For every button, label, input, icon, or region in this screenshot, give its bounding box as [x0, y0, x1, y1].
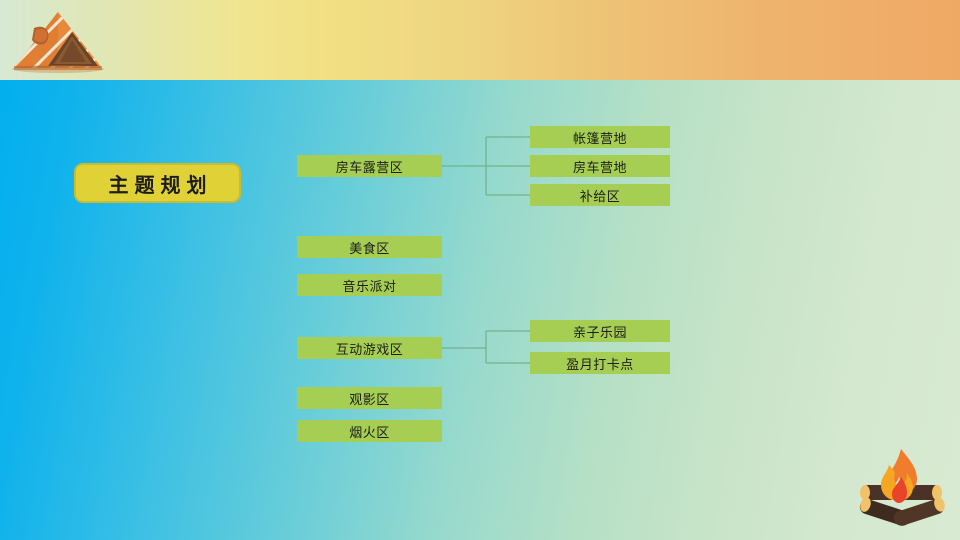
mindmap-node-n1c2[interactable]: 房车营地 — [530, 155, 670, 177]
tent-icon — [12, 12, 104, 73]
page-title: 主题规划 — [108, 174, 213, 197]
mindmap-node-label: 补给区 — [579, 188, 621, 204]
page-title-badge: 主题规划 — [74, 163, 241, 203]
mindmap-node-label: 烟火区 — [349, 424, 390, 440]
mindmap-node-n6[interactable]: 烟火区 — [297, 420, 442, 442]
top-banner — [0, 0, 960, 80]
mindmap-node-label: 美食区 — [349, 240, 390, 256]
mindmap-node-n2[interactable]: 美食区 — [297, 236, 442, 258]
mindmap-node-n4c2[interactable]: 盈月打卡点 — [530, 352, 670, 374]
mindmap-node-label: 音乐派对 — [342, 278, 397, 294]
mindmap-node-label: 观影区 — [349, 391, 390, 407]
mindmap-node-n3[interactable]: 音乐派对 — [297, 274, 442, 296]
mindmap-node-n5[interactable]: 观影区 — [297, 387, 442, 409]
mindmap-node-label: 盈月打卡点 — [566, 356, 634, 372]
mindmap-node-label: 互动游戏区 — [335, 341, 404, 357]
mindmap-node-n1c1[interactable]: 帐篷营地 — [530, 126, 670, 148]
mindmap-node-n4c1[interactable]: 亲子乐园 — [530, 320, 670, 342]
mindmap-node-label: 亲子乐园 — [572, 324, 627, 340]
mindmap-node-n1[interactable]: 房车露营区 — [297, 155, 442, 177]
mindmap-node-n1c3[interactable]: 补给区 — [530, 184, 670, 206]
mindmap-node-label: 帐篷营地 — [572, 130, 627, 146]
mindmap-node-label: 房车营地 — [572, 159, 627, 175]
mindmap-node-n4[interactable]: 互动游戏区 — [297, 337, 442, 359]
mindmap-node-label: 房车露营区 — [335, 159, 404, 175]
campfire-icon — [859, 449, 945, 526]
